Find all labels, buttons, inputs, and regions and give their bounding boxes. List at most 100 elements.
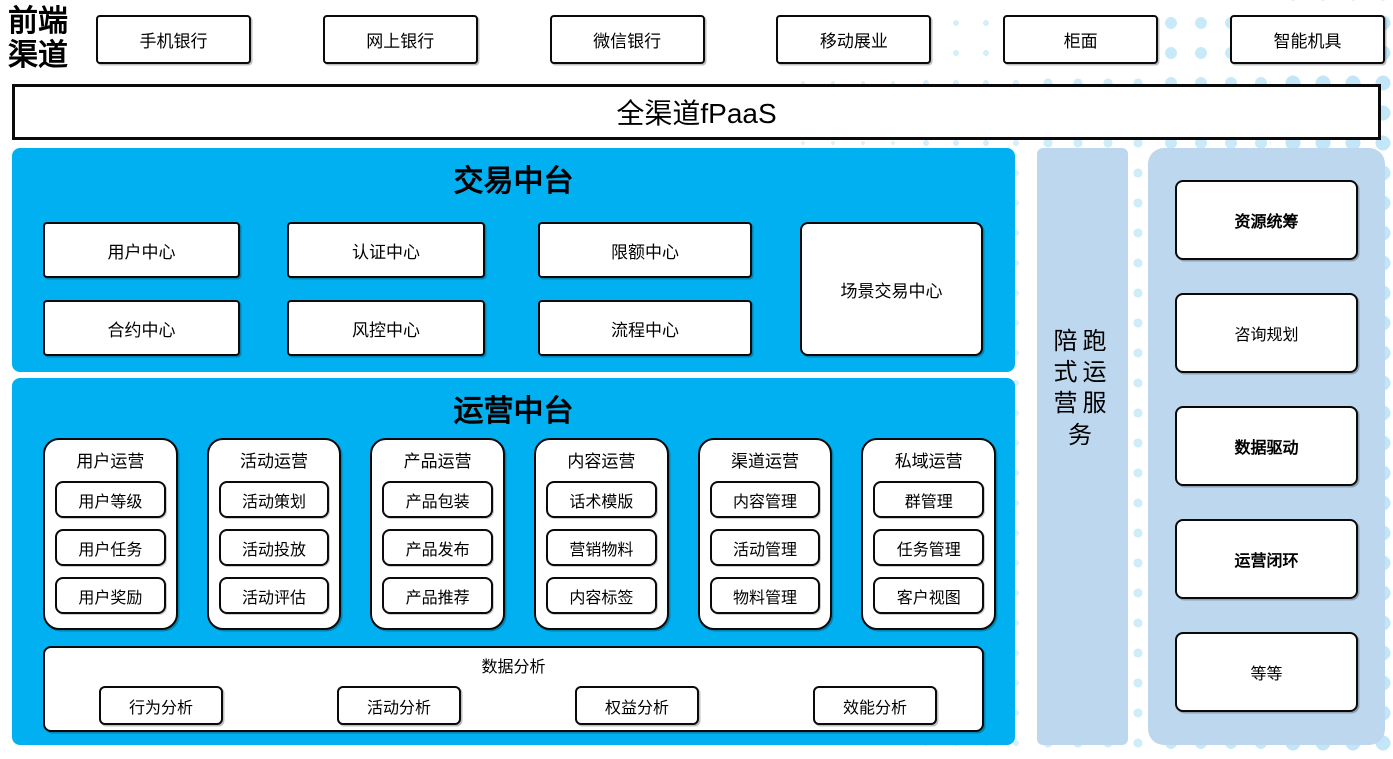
ops-item-label: 活动策划 [242,493,307,511]
analysis-label: 行为分析 [128,699,193,717]
center-label: 限额中心 [611,242,679,262]
center-box: 认证中心 [287,222,485,278]
ops-platform-title: 运营中台 [453,395,574,428]
center-label: 流程中心 [611,320,679,340]
ops-item: 物料管理 [709,577,821,614]
ops-item: 内容标签 [546,577,657,614]
channel-box: 手机银行 [96,14,251,64]
center-label: 合约中心 [107,320,176,340]
ops-item: 群管理 [873,481,985,518]
analysis-box: 效能分析 [813,686,937,725]
trade-platform-panel: 交易中台 用户中心 认证中心 限额中心 合约中心 风控中心 流程中心 场景交易中… [12,148,1015,372]
ops-item-label: 内容标签 [569,589,634,607]
ops-column-header: 内容运营 [567,452,636,471]
center-box: 限额中心 [538,222,752,278]
analysis-label: 活动分析 [366,699,431,717]
ops-item: 活动策划 [218,481,330,518]
channel-box: 智能机具 [1229,14,1385,64]
ops-column: 私域运营 群管理 任务管理 客户视图 [861,438,997,630]
ops-column: 渠道运营 内容管理 活动管理 物料管理 [697,438,833,630]
ops-item: 内容管理 [709,481,821,518]
ops-column: 用户运营 用户等级 用户任务 用户奖励 [43,438,178,630]
ops-item: 产品发布 [382,529,494,566]
ops-item: 话术模版 [546,481,657,518]
data-analysis-title: 数据分析 [481,659,546,676]
service-box: 资源统筹 [1175,180,1358,260]
ops-item: 产品推荐 [382,577,494,614]
center-box: 风控中心 [287,300,485,356]
center-box: 合约中心 [43,300,240,356]
data-analysis-items: 行为分析 活动分析 权益分析 效能分析 [45,677,982,725]
ops-item-label: 用户等级 [78,493,143,511]
channel-label: 移动展业 [819,31,888,51]
ops-item: 用户任务 [55,529,166,566]
fpaas-bar: 全渠道fPaaS [12,84,1381,140]
ops-column-header: 私域运营 [894,452,963,471]
channel-boxes: 手机银行 网上银行 微信银行 移动展业 柜面 智能机具 [96,14,1385,64]
data-analysis-box: 数据分析 行为分析 活动分析 权益分析 效能分析 [43,646,984,732]
ops-item-label: 产品推荐 [405,589,470,607]
ops-item: 产品包装 [382,481,494,518]
channel-box: 微信银行 [549,14,705,64]
channel-label: 柜面 [1063,31,1098,51]
channel-box: 柜面 [1003,14,1159,64]
service-label: 资源统筹 [1234,214,1299,231]
companion-service-label: 陪跑式运营服务 [1053,328,1112,449]
ops-item-label: 活动管理 [733,541,798,559]
fpaas-label: 全渠道fPaaS [616,98,777,129]
channel-label: 手机银行 [139,31,208,51]
analysis-box: 活动分析 [337,686,461,725]
center-label: 认证中心 [352,242,420,262]
ops-item: 用户等级 [55,481,166,518]
frontend-channels-row: 前端渠道 手机银行 网上银行 微信银行 移动展业 柜面 智能机具 [8,5,1385,72]
ops-item-label: 群管理 [904,493,953,511]
ops-column: 产品运营 产品包装 产品发布 产品推荐 [370,438,506,630]
scene-trade-center-box: 场景交易中心 [800,222,983,356]
center-label: 风控中心 [352,320,420,340]
ops-item-label: 任务管理 [896,541,961,559]
channel-label: 智能机具 [1273,31,1342,51]
analysis-box: 行为分析 [99,686,223,725]
service-box: 数据驱动 [1175,406,1358,486]
ops-item: 客户视图 [873,577,985,614]
service-label: 咨询规划 [1234,327,1299,344]
ops-item: 用户奖励 [55,577,166,614]
ops-item-label: 活动投放 [242,541,307,559]
analysis-label: 权益分析 [604,699,669,717]
channel-label: 微信银行 [593,31,662,51]
ops-item-label: 营销物料 [569,541,634,559]
analysis-label: 效能分析 [842,699,907,717]
ops-item-label: 客户视图 [896,589,961,607]
analysis-box: 权益分析 [575,686,699,725]
ops-item-label: 话术模版 [569,493,634,511]
ops-column-header: 渠道运营 [731,452,800,471]
ops-column-header: 活动运营 [240,452,308,471]
ops-item: 活动管理 [709,529,821,566]
channel-label: 网上银行 [366,31,435,51]
ops-item: 活动评估 [218,577,330,614]
ops-item-label: 产品发布 [405,541,470,559]
ops-item-label: 产品包装 [405,493,470,511]
service-label: 等等 [1250,666,1283,683]
channel-box: 移动展业 [776,14,932,64]
ops-item-label: 物料管理 [733,589,798,607]
ops-column-header: 产品运营 [403,452,472,471]
center-label: 场景交易中心 [840,281,943,301]
ops-item-label: 活动评估 [242,589,307,607]
ops-column: 内容运营 话术模版 营销物料 内容标签 [534,438,669,630]
ops-item: 营销物料 [546,529,657,566]
channel-box: 网上银行 [322,14,478,64]
service-label: 运营闭环 [1234,553,1299,570]
service-box: 运营闭环 [1175,519,1358,599]
service-label: 数据驱动 [1234,440,1299,457]
service-box: 咨询规划 [1175,293,1358,373]
service-box: 等等 [1175,632,1358,712]
center-box: 流程中心 [538,300,752,356]
ops-column: 活动运营 活动策划 活动投放 活动评估 [206,438,342,630]
center-box: 用户中心 [43,222,240,278]
ops-item-label: 用户奖励 [78,589,143,607]
center-label: 用户中心 [107,242,176,262]
ops-item: 任务管理 [873,529,985,566]
service-list-panel: 资源统筹 咨询规划 数据驱动 运营闭环 等等 [1148,148,1385,745]
